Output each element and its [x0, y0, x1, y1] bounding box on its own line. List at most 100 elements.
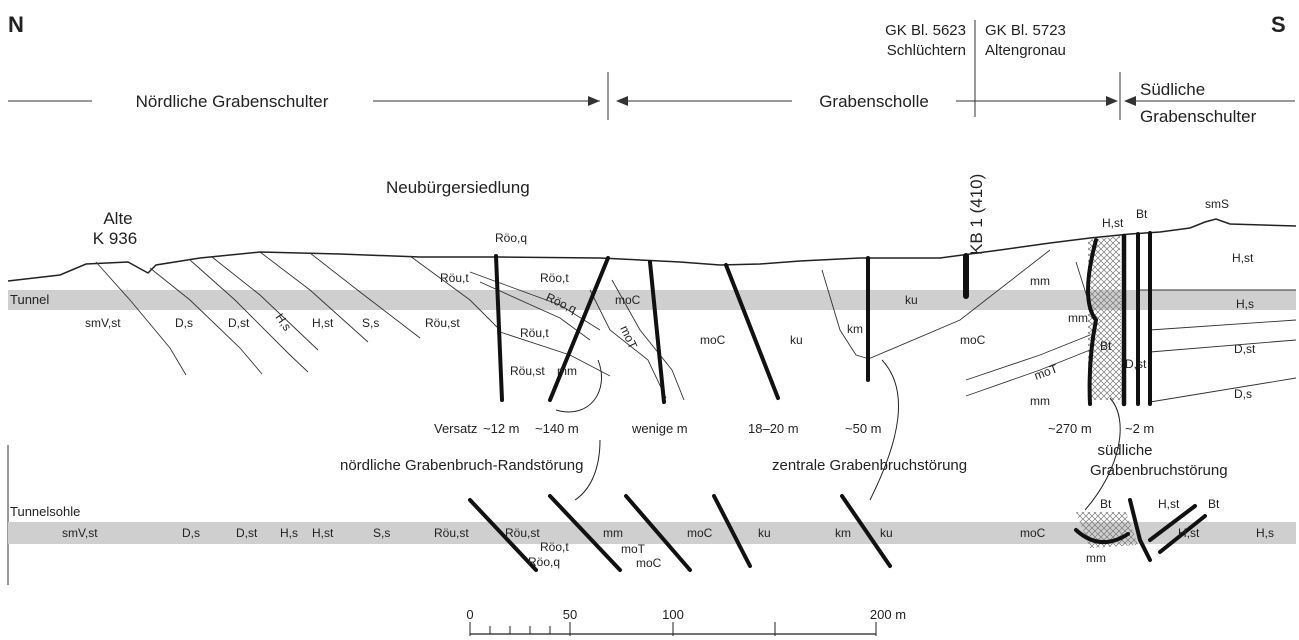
caption-north-fault: nördliche Grabenbruch-Randstörung [340, 457, 583, 474]
label-Dst-right: D,st [1234, 342, 1256, 356]
sohle-Hst: H,st [312, 526, 334, 540]
offset-wenige: wenige m [631, 421, 688, 436]
region-south-1: Südliche [1140, 80, 1205, 99]
caption-south-fault-1: südliche [1097, 442, 1152, 459]
offset-versatz: Versatz [434, 421, 477, 436]
sohle-south-faults [1074, 498, 1207, 562]
sohle-Ds: D,s [182, 526, 200, 540]
sheet-5723-number: GK Bl. 5723 [985, 22, 1066, 39]
caption-central-fault: zentrale Grabenbruchstörung [772, 457, 967, 474]
label-moC-2: moC [700, 333, 726, 347]
label-moT-rot: moT [617, 323, 640, 351]
scale-50: 50 [563, 607, 577, 622]
label-Hs-right: H,s [1236, 297, 1254, 311]
label-Dst-zone: D,st [1125, 357, 1147, 371]
label-moC-1: moC [615, 293, 641, 307]
sohle-Bt-2: Bt [1208, 497, 1220, 511]
place-neubuergersiedlung: Neubürgersiedlung [386, 178, 530, 197]
label-Rooq-top: Röo,q [495, 231, 527, 245]
arrow-left-icon [1124, 96, 1136, 106]
north-label: N [8, 12, 24, 37]
major-faults [494, 231, 1152, 407]
label-Hst-top: H,st [1102, 216, 1124, 230]
label-mm-4: mm [1068, 311, 1088, 325]
label-Hst: H,st [312, 316, 334, 330]
label-mm-3: mm [1030, 394, 1050, 408]
label-Rout-top: Röu,t [440, 271, 469, 285]
offset-labels: Versatz ~12 m ~140 m wenige m 18–20 m ~5… [434, 421, 1154, 436]
place-alte: Alte [103, 209, 132, 228]
bedding-lines [95, 249, 1297, 403]
sohle-Root: Röo,t [540, 540, 569, 554]
scale-100: 100 [662, 607, 684, 622]
scale-200: 200 m [870, 607, 906, 622]
sohle-Ss: S,s [373, 526, 390, 540]
sohle-smVst: smV,st [62, 526, 98, 540]
sohle-Hs: H,s [1256, 526, 1274, 540]
scale-bar: 0 50 100 200 m [466, 607, 906, 636]
sohle-moC-2: moC [1020, 526, 1046, 540]
arrow-left-icon [616, 96, 628, 106]
sohle-moT: moT [621, 542, 646, 556]
sohle-ku: ku [758, 526, 771, 540]
displacement-arrows [555, 359, 1121, 511]
region-center: Grabenscholle [819, 92, 929, 111]
terrain-surface [7, 218, 1297, 282]
label-Dst: D,st [228, 316, 250, 330]
label-moC-3: moC [960, 333, 986, 347]
sohle-moC-small: moC [636, 556, 662, 570]
label-km: km [847, 322, 863, 336]
sheet-5723-name: Altengronau [985, 42, 1066, 59]
sohle-labels: smV,st D,s D,st H,s H,st S,s Röu,st Röu,… [62, 497, 1274, 570]
south-label: S [1271, 12, 1286, 37]
sohle-Hs: H,s [280, 526, 298, 540]
arrow-right-icon [588, 96, 600, 106]
label-Ds: D,s [175, 316, 193, 330]
sohle-moC: moC [687, 526, 713, 540]
sohle-mm-2: mm [1086, 551, 1106, 565]
fault-zone-hatch [1088, 236, 1122, 400]
offset-18-20m: 18–20 m [748, 421, 799, 436]
label-Ss: S,s [362, 316, 379, 330]
offset-50m: ~50 m [845, 421, 882, 436]
label-ku: ku [790, 333, 803, 347]
label-smS: smS [1205, 197, 1229, 211]
offset-2m: ~2 m [1125, 421, 1154, 436]
place-k936: K 936 [93, 229, 137, 248]
offset-12m: ~12 m [483, 421, 520, 436]
sohle-Hst-zone: H,st [1158, 497, 1180, 511]
sohle-Bt: Bt [1100, 497, 1112, 511]
label-Rout: Röu,t [520, 326, 549, 340]
label-Rouest-2: Röu,st [510, 364, 545, 378]
label-mm-2: mm [1030, 274, 1050, 288]
sheet-5623-name: Schlüchtern [887, 42, 966, 59]
label-mm: mm [557, 364, 577, 378]
sohle-Rouest: Röu,st [434, 526, 469, 540]
offset-270m: ~270 m [1048, 421, 1092, 436]
sohle-Dst: D,st [236, 526, 258, 540]
tunnel-label: Tunnel [10, 292, 49, 307]
label-Ds-right: D,s [1234, 387, 1252, 401]
region-south-2: Grabenschulter [1140, 107, 1257, 126]
arrow-right-icon [1106, 96, 1118, 106]
region-bars [8, 72, 1295, 120]
label-Bt-top: Bt [1136, 207, 1148, 221]
borehole-label: KB 1 (410) [967, 174, 986, 255]
caption-south-fault-2: Grabenbruchstörung [1090, 462, 1228, 479]
sohle-Rouest-2: Röu,st [505, 526, 540, 540]
sohle-Rooq: Röo,q [528, 555, 560, 569]
sohle-band [8, 522, 1296, 544]
label-Rouest: Röu,st [425, 316, 460, 330]
sheet-5623-number: GK Bl. 5623 [885, 22, 966, 39]
sohle-km: km [835, 526, 851, 540]
label-Root: Röo,t [540, 271, 569, 285]
label-ku-2: ku [905, 293, 918, 307]
offset-140m: ~140 m [535, 421, 579, 436]
label-smVst: smV,st [85, 316, 121, 330]
label-Bt: Bt [1100, 339, 1112, 353]
region-north: Nördliche Grabenschulter [136, 92, 329, 111]
label-Hs: H,s [273, 311, 295, 334]
sohle-title: Tunnelsohle [10, 504, 80, 519]
